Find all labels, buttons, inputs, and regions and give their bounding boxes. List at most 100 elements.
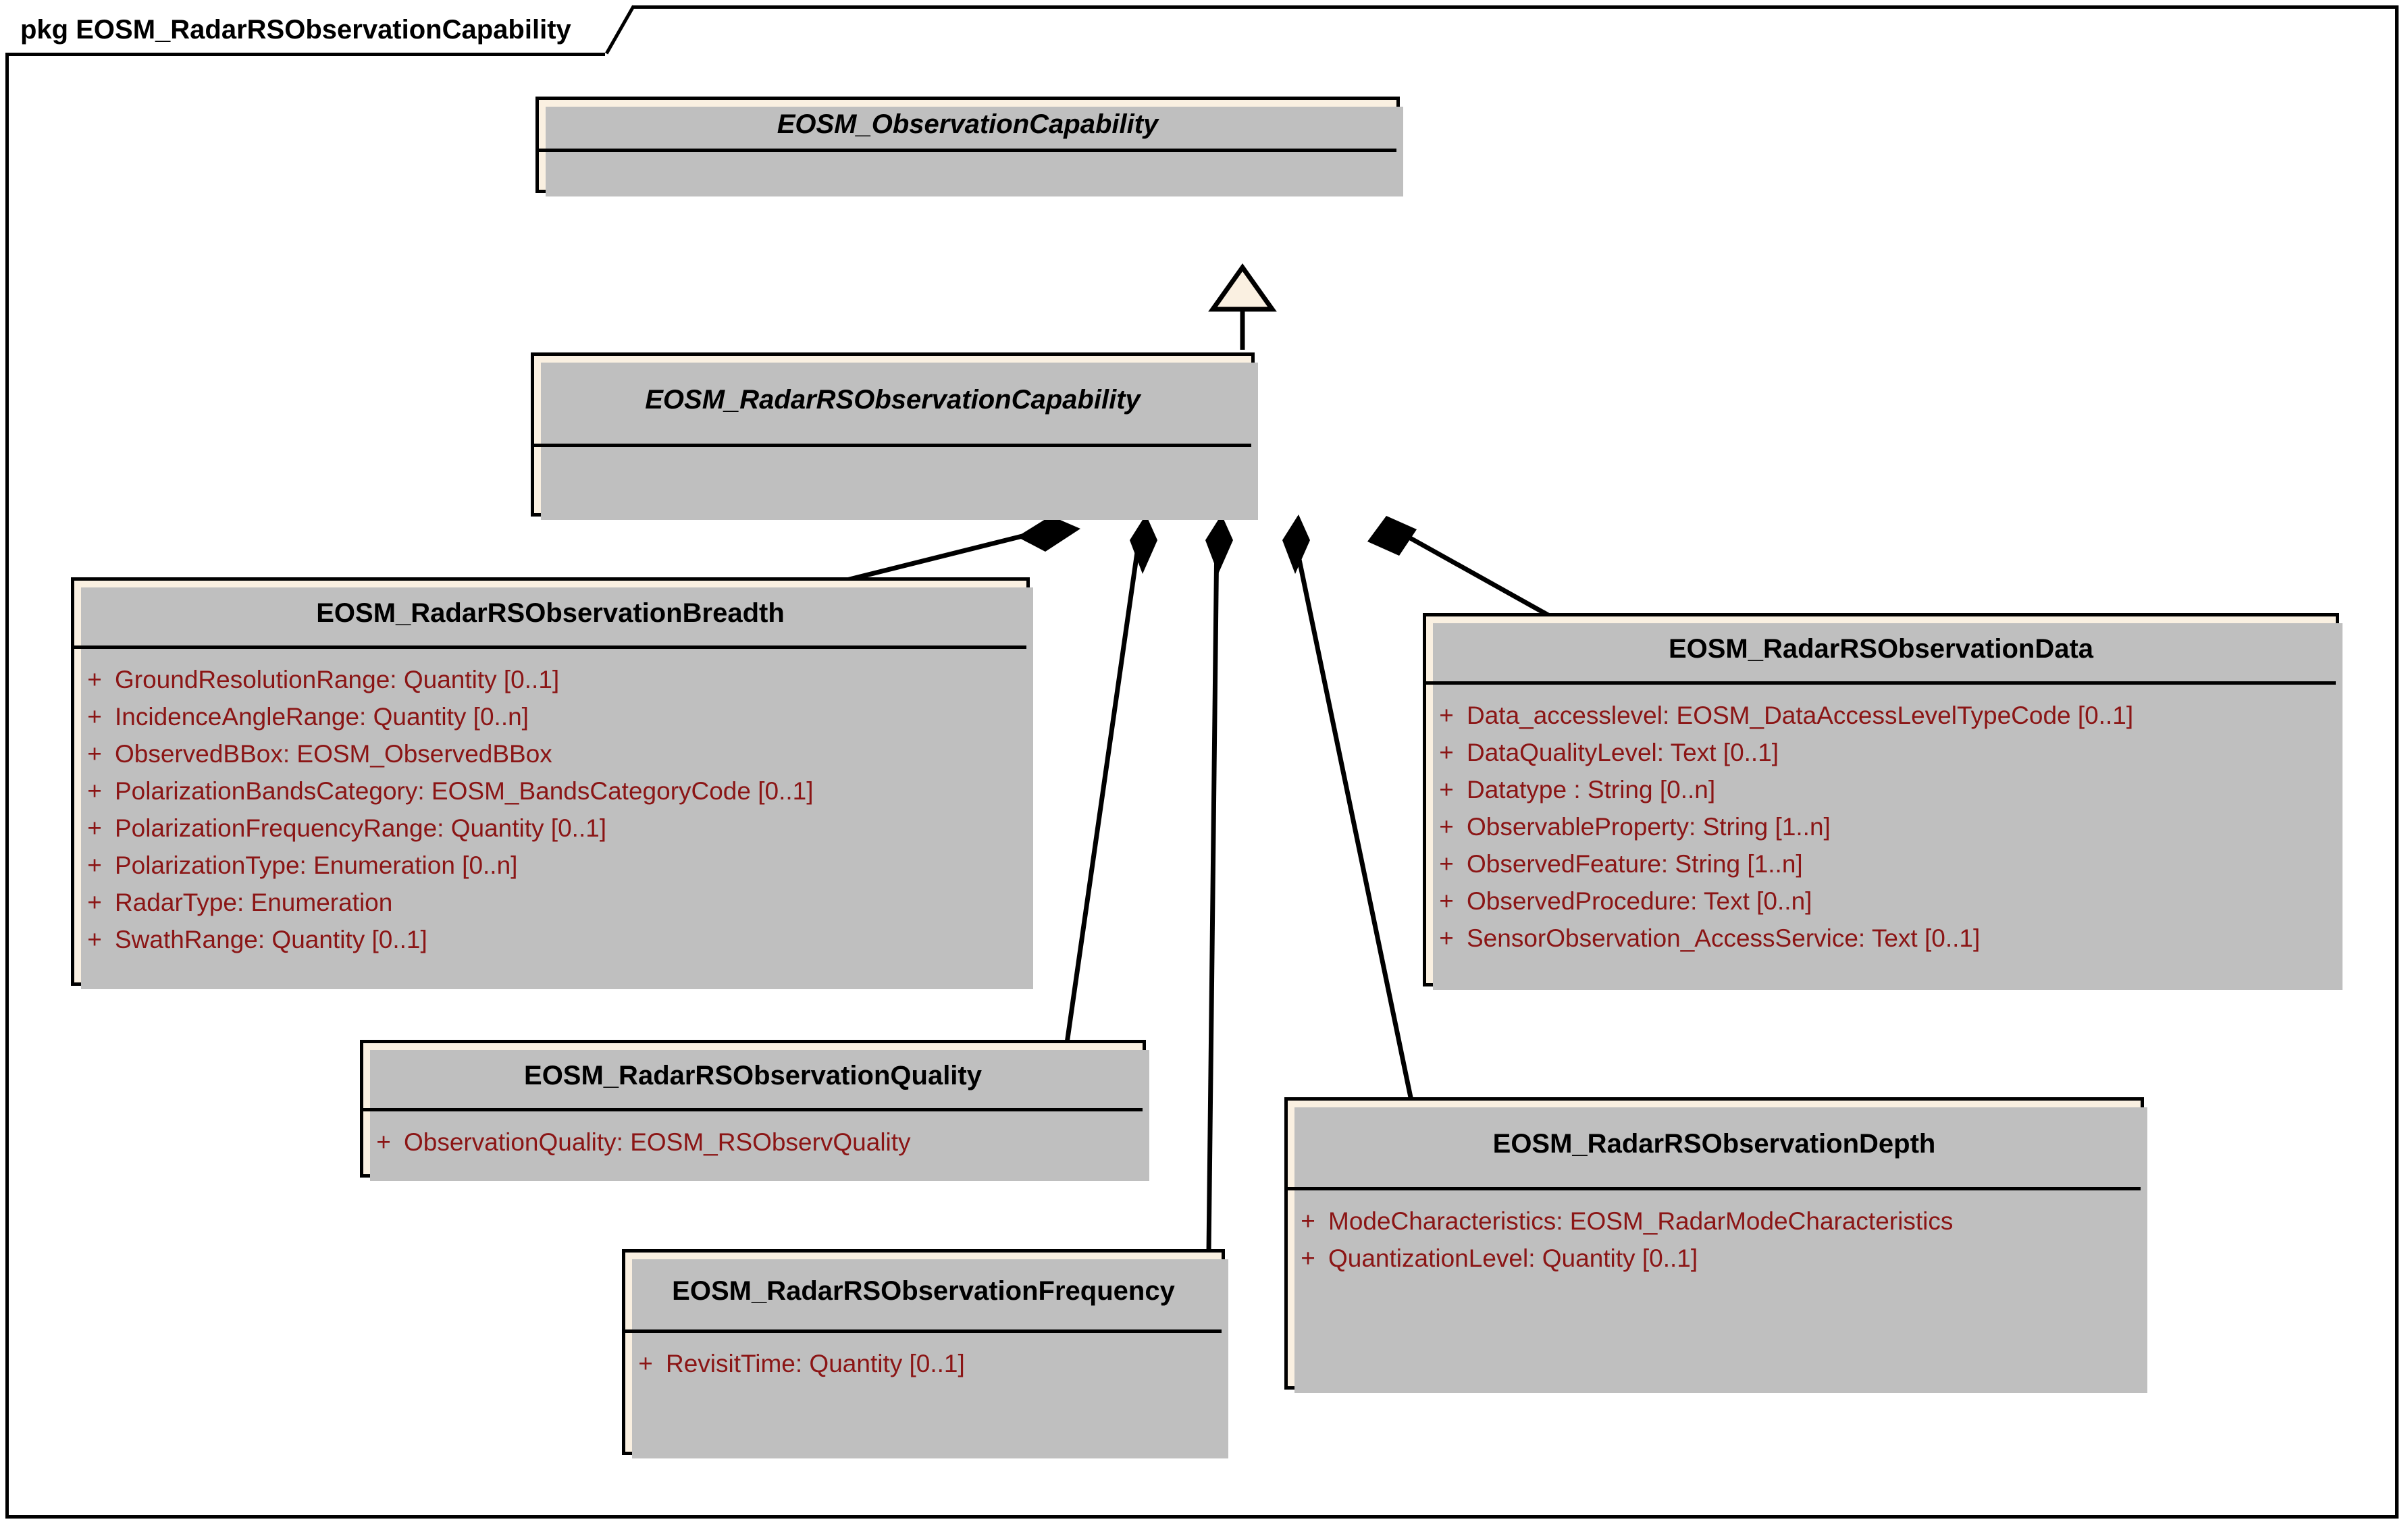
attribute-signature: PolarizationType: Enumeration [0..n]	[115, 851, 518, 879]
attribute-row: + RadarType: Enumeration	[74, 884, 1026, 921]
attribute-row: + IncidenceAngleRange: Quantity [0..n]	[74, 698, 1026, 735]
attribute-signature: IncidenceAngleRange: Quantity [0..n]	[115, 703, 529, 731]
visibility-marker: +	[87, 851, 102, 879]
attribute-row: + ModeCharacteristics: EOSM_RadarModeCha…	[1288, 1203, 2141, 1240]
visibility-marker: +	[87, 777, 102, 805]
box-shadow	[632, 1259, 1228, 1458]
composition-diamond-breadth	[1017, 516, 1080, 552]
attribute-row: + QuantizationLevel: Quantity [0..1]	[1288, 1240, 2141, 1277]
class-attribute-compartment	[534, 447, 1251, 513]
class-box-radar-rs-observation-data[interactable]: EOSM_RadarRSObservationData + Data_acces…	[1423, 613, 2342, 990]
class-box-radar-rs-observation-breadth[interactable]: EOSM_RadarRSObservationBreadth + GroundR…	[71, 577, 1033, 989]
box-shadow	[81, 587, 1033, 989]
class-box-observation-capability[interactable]: EOSM_ObservationCapability	[535, 97, 1403, 196]
visibility-marker: +	[1439, 813, 1454, 841]
attribute-row: + SensorObservation_AccessService: Text …	[1426, 920, 2336, 957]
class-attribute-compartment: + RevisitTime: Quantity [0..1]	[625, 1333, 1222, 1389]
attribute-signature: SensorObservation_AccessService: Text [0…	[1467, 924, 1981, 952]
visibility-marker: +	[1439, 739, 1454, 766]
box-shadow	[1294, 1107, 2147, 1393]
attribute-row: + ObservableProperty: String [1..n]	[1426, 808, 2336, 845]
visibility-marker: +	[376, 1128, 391, 1156]
package-label: pkg EOSM_RadarRSObservationCapability	[20, 14, 571, 45]
attribute-signature: SwathRange: Quantity [0..1]	[115, 926, 427, 953]
attribute-row: + ObservedBBox: EOSM_ObservedBBox	[74, 735, 1026, 772]
class-title: EOSM_RadarRSObservationQuality	[524, 1060, 982, 1090]
class-box-radar-rs-observation-capability[interactable]: EOSM_RadarRSObservationCapability	[531, 352, 1258, 520]
composition-diamond-data	[1367, 516, 1417, 556]
attribute-row: + GroundResolutionRange: Quantity [0..1]	[74, 661, 1026, 698]
class-box-radar-rs-observation-frequency[interactable]: EOSM_RadarRSObservationFrequency + Revis…	[622, 1249, 1228, 1458]
class-title: EOSM_RadarRSObservationFrequency	[672, 1275, 1175, 1306]
visibility-marker: +	[87, 814, 102, 842]
attribute-signature: ObservedProcedure: Text [0..n]	[1467, 887, 1812, 915]
visibility-marker: +	[87, 666, 102, 693]
attribute-signature: ObservableProperty: String [1..n]	[1467, 813, 1831, 841]
composition-line-frequency	[1206, 533, 1220, 1253]
attribute-row: + PolarizationFrequencyRange: Quantity […	[74, 810, 1026, 847]
visibility-marker: +	[1301, 1207, 1315, 1235]
attribute-row: + PolarizationBandsCategory: EOSM_BandsC…	[74, 772, 1026, 810]
attribute-signature: ObservedBBox: EOSM_ObservedBBox	[115, 740, 552, 768]
class-header: EOSM_RadarRSObservationCapability	[534, 356, 1251, 444]
attribute-row: + Datatype : String [0..n]	[1426, 771, 2336, 808]
class-attribute-compartment: + ModeCharacteristics: EOSM_RadarModeCha…	[1288, 1190, 2141, 1284]
class-title: EOSM_ObservationCapability	[777, 109, 1159, 139]
attribute-signature: RadarType: Enumeration	[115, 889, 393, 916]
visibility-marker: +	[87, 740, 102, 768]
composition-diamond-quality	[1130, 515, 1157, 574]
attribute-signature: DataQualityLevel: Text [0..1]	[1467, 739, 1779, 766]
package-frame	[5, 5, 2399, 1519]
attribute-signature: PolarizationFrequencyRange: Quantity [0.…	[115, 814, 607, 842]
attribute-signature: ObservationQuality: EOSM_RSObservQuality	[404, 1128, 911, 1156]
class-attribute-compartment: + ObservationQuality: EOSM_RSObservQuali…	[363, 1111, 1143, 1167]
class-attribute-compartment	[539, 152, 1396, 190]
attribute-row: + SwathRange: Quantity [0..1]	[74, 921, 1026, 958]
attribute-row: + RevisitTime: Quantity [0..1]	[625, 1345, 1222, 1382]
attribute-signature: Data_accesslevel: EOSM_DataAccessLevelTy…	[1467, 702, 2134, 729]
visibility-marker: +	[87, 926, 102, 953]
generalization-arrowhead	[1208, 263, 1277, 312]
header-separator	[534, 444, 1251, 447]
composition-line-quality	[1064, 533, 1143, 1044]
attribute-row: + ObservationQuality: EOSM_RSObservQuali…	[363, 1124, 1143, 1161]
attribute-signature: QuantizationLevel: Quantity [0..1]	[1328, 1244, 1698, 1272]
visibility-marker: +	[1439, 887, 1454, 915]
class-title: EOSM_RadarRSObservationCapability	[645, 384, 1141, 415]
attribute-signature: RevisitTime: Quantity [0..1]	[666, 1350, 965, 1377]
package-tab: pkg EOSM_RadarRSObservationCapability	[5, 5, 632, 54]
visibility-marker: +	[87, 703, 102, 731]
class-title: EOSM_RadarRSObservationData	[1668, 633, 2094, 664]
attribute-signature: ObservedFeature: String [1..n]	[1467, 850, 1803, 878]
class-box-radar-rs-observation-depth[interactable]: EOSM_RadarRSObservationDepth + ModeChara…	[1284, 1097, 2147, 1393]
composition-line-breadth	[830, 531, 1034, 587]
attribute-row: + DataQualityLevel: Text [0..1]	[1426, 734, 2336, 771]
class-header: EOSM_ObservationCapability	[539, 100, 1396, 149]
box-shadow	[541, 363, 1258, 520]
attribute-row: + PolarizationType: Enumeration [0..n]	[74, 847, 1026, 884]
class-box-radar-rs-observation-quality[interactable]: EOSM_RadarRSObservationQuality + Observa…	[360, 1040, 1149, 1181]
visibility-marker: +	[87, 889, 102, 916]
header-separator	[625, 1329, 1222, 1333]
visibility-marker: +	[1439, 924, 1454, 952]
attribute-row: + Data_accesslevel: EOSM_DataAccessLevel…	[1426, 697, 2336, 734]
attribute-row: + ObservedFeature: String [1..n]	[1426, 845, 2336, 882]
visibility-marker: +	[1439, 850, 1454, 878]
attribute-signature: GroundResolutionRange: Quantity [0..1]	[115, 666, 560, 693]
class-header: EOSM_RadarRSObservationDepth	[1288, 1101, 2141, 1187]
class-header: EOSM_RadarRSObservationFrequency	[625, 1253, 1222, 1329]
class-title: EOSM_RadarRSObservationDepth	[1492, 1128, 1936, 1159]
class-header: EOSM_RadarRSObservationData	[1426, 616, 2336, 681]
package-tab-underline	[5, 53, 605, 56]
class-attribute-compartment: + GroundResolutionRange: Quantity [0..1]…	[74, 649, 1026, 965]
header-separator	[1288, 1187, 2141, 1190]
class-header: EOSM_RadarRSObservationQuality	[363, 1043, 1143, 1108]
header-separator	[1426, 681, 2336, 685]
header-separator	[539, 149, 1396, 152]
box-shadow	[370, 1050, 1149, 1181]
visibility-marker: +	[638, 1350, 653, 1377]
composition-diamond-depth	[1282, 515, 1310, 574]
header-separator	[363, 1108, 1143, 1111]
